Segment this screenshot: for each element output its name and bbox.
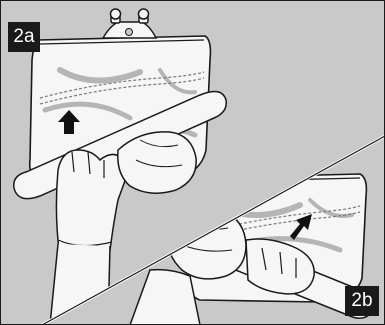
step-label-2b: 2b [345, 286, 379, 316]
step-label-2a: 2a [8, 22, 40, 52]
